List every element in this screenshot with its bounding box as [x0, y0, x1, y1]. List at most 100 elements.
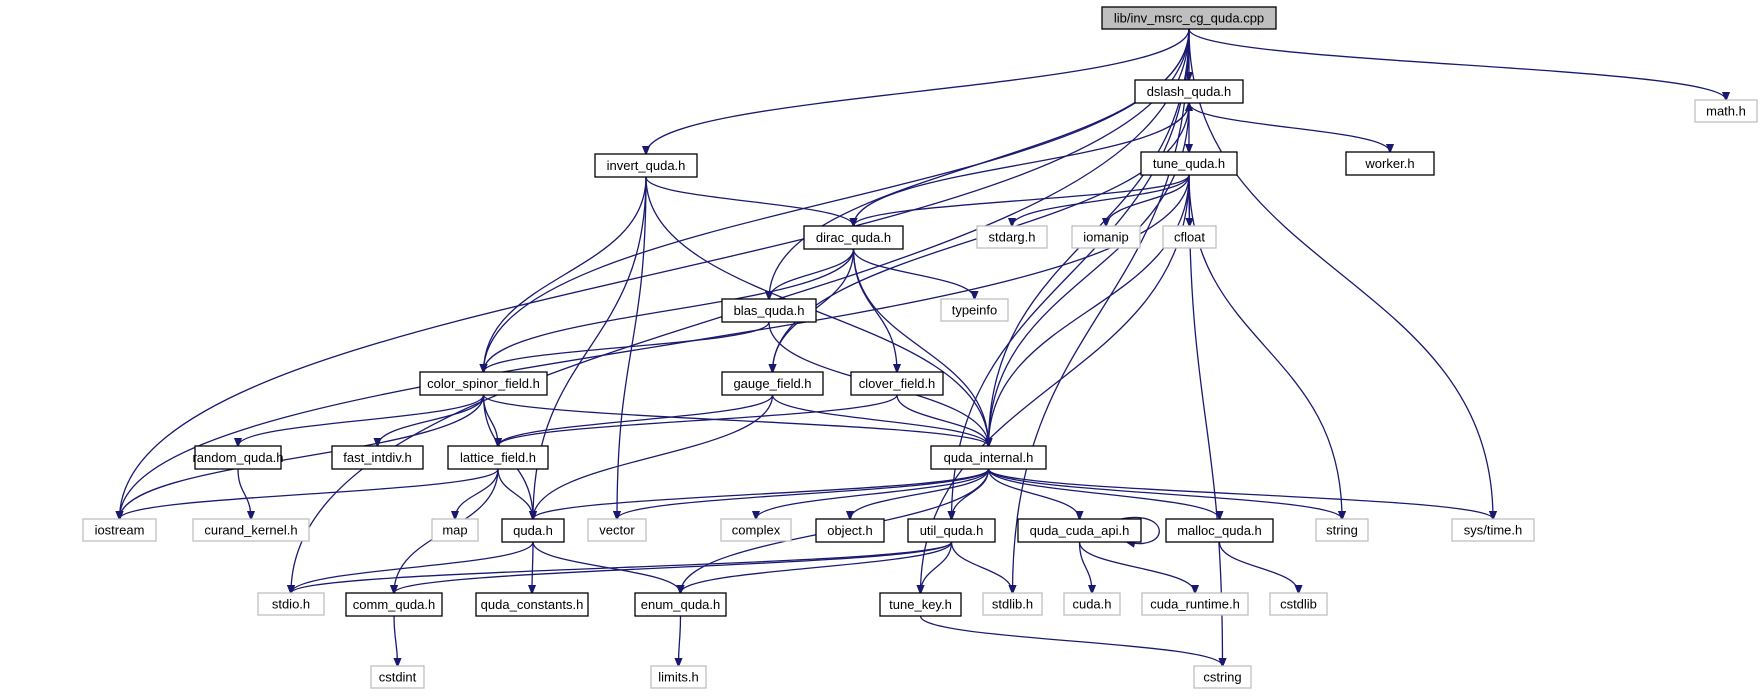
- node-box: [257, 592, 325, 616]
- edge-root-to-util-quda: [952, 28, 1190, 519]
- edge-util-quda-to-stdio: [291, 541, 953, 593]
- node-blas-quda-h[interactable]: blas_quda.h: [721, 298, 817, 323]
- edge-quda-cuda-api-to-quda-cuda-api: [1120, 516, 1160, 543]
- edge-root-to-stdlib: [1013, 28, 1190, 593]
- node-dslash-quda-h[interactable]: dslash_quda.h: [1134, 79, 1244, 104]
- node-string: string: [1315, 518, 1369, 542]
- edge-dirac-quda-to-quda-internal: [852, 248, 989, 446]
- node-comm-quda-h[interactable]: comm_quda.h: [345, 592, 443, 617]
- edge-clover-field-to-lattice-field: [498, 394, 898, 446]
- node-invert-quda-h[interactable]: invert_quda.h: [594, 153, 698, 178]
- node-box: [650, 665, 707, 689]
- node-color-spinor-field-h[interactable]: color_spinor_field.h: [419, 371, 548, 396]
- node-iomanip: iomanip: [1071, 225, 1141, 249]
- node-box: [1141, 592, 1249, 616]
- node-quda-h[interactable]: quda.h: [501, 518, 565, 543]
- node-box: [721, 371, 824, 396]
- node-quda-constants-h[interactable]: quda_constants.h: [475, 592, 589, 617]
- node-box: [1193, 665, 1252, 689]
- edge-lattice-field-to-map: [455, 468, 499, 519]
- node-malloc-quda-h[interactable]: malloc_quda.h: [1165, 518, 1274, 543]
- edge-root-to-invert-quda: [646, 28, 1190, 154]
- edge-quda-internal-to-object-h: [850, 468, 990, 519]
- node-box: [419, 371, 548, 396]
- node-dirac-quda-h[interactable]: dirac_quda.h: [803, 225, 904, 250]
- node-box: [815, 518, 885, 543]
- node-box: [194, 445, 282, 470]
- node-gauge-field-h[interactable]: gauge_field.h: [721, 371, 824, 396]
- node-label: typeinfo: [952, 303, 998, 318]
- node-label: stdio.h: [272, 597, 310, 612]
- node-lib-inv-msrc-cg-quda-cpp[interactable]: lib/inv_msrc_cg_quda.cpp: [1101, 6, 1277, 30]
- node-vector: vector: [587, 518, 647, 542]
- node-box: [940, 298, 1009, 322]
- node-iostream: iostream: [82, 518, 157, 542]
- node-fast-intdiv-h[interactable]: fast_intdiv.h: [331, 445, 424, 470]
- edge-util-quda-to-enum-quda: [681, 541, 953, 593]
- edge-dirac-quda-to-dslash-quda: [852, 103, 1190, 227]
- node-label: cstdint: [379, 670, 417, 685]
- node-curand-kernel-h: curand_kernel.h: [192, 518, 310, 542]
- node-label: color_spinor_field.h: [427, 376, 540, 391]
- node-label: cuda_runtime.h: [1150, 597, 1240, 612]
- edge-color-spinor-field-to-quda-internal: [482, 394, 989, 446]
- node-box: [1165, 518, 1274, 543]
- node-box: [1694, 99, 1758, 123]
- edge-invert-quda-to-color-spinor-field: [484, 176, 647, 372]
- node-tune-quda-h[interactable]: tune_quda.h: [1140, 151, 1238, 176]
- edge-util-quda-to-stdlib: [950, 541, 1013, 593]
- edge-root-to-color-spinor-field: [484, 28, 1190, 372]
- node-box: [475, 592, 589, 617]
- edge-dslash-quda-to-worker: [1188, 102, 1390, 152]
- edge-root-to-math-h: [1188, 28, 1726, 100]
- edge-quda-cuda-api-to-cuda-runtime: [1078, 541, 1196, 593]
- edge-clover-field-to-quda-internal: [896, 394, 989, 446]
- node-label: sys/time.h: [1464, 523, 1523, 538]
- node-math-h: math.h: [1694, 99, 1758, 123]
- edge-color-spinor-field-to-fast-intdiv: [378, 394, 485, 446]
- node-label: fast_intdiv.h: [343, 450, 411, 465]
- node-tune-key-h[interactable]: tune_key.h: [879, 592, 962, 617]
- node-label: quda_cuda_api.h: [1030, 523, 1130, 538]
- node-map: map: [431, 518, 479, 542]
- node-limits-h: limits.h: [650, 665, 707, 689]
- node-label: lib/inv_msrc_cg_quda.cpp: [1114, 11, 1264, 26]
- node-enum-quda-h[interactable]: enum_quda.h: [634, 592, 727, 617]
- node-label: math.h: [1706, 104, 1746, 119]
- node-worker-h[interactable]: worker.h: [1345, 151, 1435, 176]
- node-label: comm_quda.h: [353, 597, 435, 612]
- node-label: cstdlib: [1280, 597, 1317, 612]
- node-label: complex: [732, 523, 781, 538]
- node-util-quda-h[interactable]: util_quda.h: [907, 518, 996, 543]
- node-label: quda.h: [513, 523, 553, 538]
- node-sys-time-h: sys/time.h: [1451, 518, 1535, 542]
- node-quda-internal-h[interactable]: quda_internal.h: [930, 445, 1047, 470]
- node-box: [1140, 151, 1238, 176]
- node-quda-cuda-api-h[interactable]: quda_cuda_api.h: [1017, 518, 1142, 543]
- node-lattice-field-h[interactable]: lattice_field.h: [447, 445, 549, 470]
- node-label: malloc_quda.h: [1177, 523, 1262, 538]
- edge-color-spinor-field-to-iostream: [120, 394, 485, 519]
- node-object-h[interactable]: object.h: [815, 518, 885, 543]
- node-label: cstring: [1203, 670, 1241, 685]
- node-complex: complex: [720, 518, 792, 542]
- edge-tune-quda-to-tune-key: [921, 174, 1190, 593]
- edge-tune-key-to-cstring: [919, 615, 1223, 666]
- node-clover-field-h[interactable]: clover_field.h: [850, 371, 944, 396]
- node-cuda-h: cuda.h: [1063, 592, 1121, 616]
- node-box: [720, 518, 792, 542]
- node-cstring: cstring: [1193, 665, 1252, 689]
- nodes-layer: lib/inv_msrc_cg_quda.cpp dslash_quda.hmat…: [82, 6, 1758, 689]
- node-box: [1134, 79, 1244, 104]
- edge-random-quda-to-curand-kernel: [237, 468, 251, 519]
- edge-quda-internal-to-sys-time: [987, 468, 1494, 519]
- node-box: [1101, 6, 1277, 30]
- node-random-quda-h[interactable]: random_quda.h: [192, 445, 284, 470]
- node-box: [930, 445, 1047, 470]
- node-label: map: [442, 523, 467, 538]
- node-box: [1269, 592, 1328, 616]
- node-stdlib-h: stdlib.h: [982, 592, 1043, 616]
- node-box: [431, 518, 479, 542]
- edge-blas-quda-to-color-spinor-field: [484, 321, 770, 372]
